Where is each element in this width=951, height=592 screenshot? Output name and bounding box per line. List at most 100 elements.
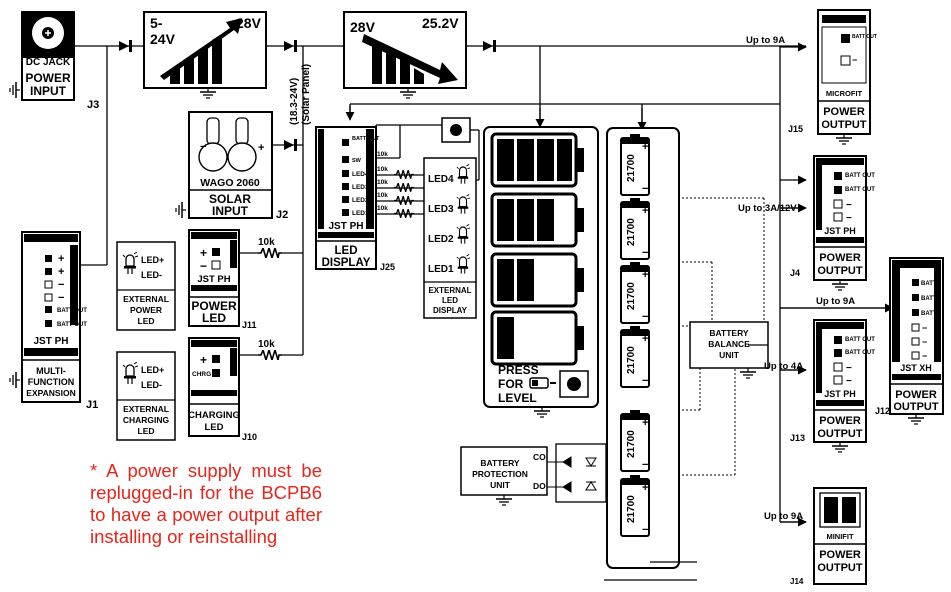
j13-ref: J13 <box>790 433 805 443</box>
ext-led-display-title-3: DISPLAY <box>433 306 468 315</box>
battery-protection-unit: BATTERY PROTECTION UNIT CO DO <box>460 443 607 506</box>
ext-power-led-minus: LED- <box>141 270 162 280</box>
ext-power-led-plus: LED+ <box>141 255 164 265</box>
j4-ref: J4 <box>790 268 800 278</box>
j12-pin-4: − <box>922 323 927 333</box>
balance-title-3: UNIT <box>719 350 740 360</box>
ext-led-3: LED3 <box>428 204 454 215</box>
ext-charging-led-title-2: CHARGING <box>123 415 170 425</box>
solar-input-subtitle: INPUT <box>212 204 249 218</box>
level-2-icon <box>490 252 584 308</box>
j2-ref: J2 <box>276 209 288 221</box>
j14-subtitle: OUTPUT <box>817 562 863 574</box>
svg-text:−: − <box>642 183 648 195</box>
j13-title: POWER <box>819 415 861 427</box>
level-3-icon <box>490 192 584 248</box>
j4-pin-4: − <box>846 213 852 224</box>
buck-diode <box>483 40 496 52</box>
j15-title: POWER <box>823 106 865 118</box>
display-pin-sw: SW <box>352 158 362 164</box>
j12-pin-1: BATT <box>921 281 937 287</box>
j15-connector: MICROFIT <box>826 89 863 98</box>
j12-title: POWER <box>895 389 937 401</box>
battery-balance-unit: BATTERY BALANCE UNIT <box>689 321 769 379</box>
j15-subtitle: OUTPUT <box>821 119 867 131</box>
resistor-icon <box>258 350 282 360</box>
multi-pin-4: − <box>58 292 64 304</box>
j12-connector: JST XH <box>900 363 932 373</box>
svg-text:+: + <box>258 142 264 154</box>
power-input-subtitle: INPUT <box>30 84 67 98</box>
display-pin-led2: LED2 <box>352 197 369 204</box>
charging-led-block: + CHRG CHARGING LED J10 10k <box>188 337 282 442</box>
svg-text:+: + <box>642 482 648 494</box>
boost-input-label: 5- <box>150 15 163 31</box>
j14-connector: MINIFIT <box>826 532 853 541</box>
resistor-icon <box>394 196 414 205</box>
j12-pin-3: BATT <box>921 311 937 317</box>
output-j13-block: BATT OUT BATT OUT − − JST PH POWER OUTPU… <box>764 319 875 453</box>
ext-charging-led-minus: LED- <box>141 380 162 390</box>
output-j12-block: BATT BATT BATT − − − JST XH POWER OUTPUT… <box>816 257 944 425</box>
ground-icon <box>835 134 853 145</box>
display-resistor-3: 10k <box>377 179 388 186</box>
svg-text:−: − <box>200 259 207 273</box>
power-led-resistor: 10k <box>258 237 275 248</box>
power-input-block: DC JACK POWER INPUT J3 <box>9 11 99 111</box>
ground-icon <box>831 280 849 291</box>
ground-icon <box>907 414 925 425</box>
svg-text:+: + <box>200 353 207 367</box>
j13-pin-2: BATT OUT <box>845 350 875 356</box>
output-j14-block: BATT BATT MINIFIT POWER OUTPUT J14 Up to… <box>764 487 867 586</box>
multi-pin-3: − <box>58 279 64 291</box>
display-pin-led1: LED1 <box>352 210 369 217</box>
j13-pin-3: − <box>846 363 852 374</box>
boost-converter-block: 5- 24V 28V <box>143 11 267 99</box>
cell-3-label: 21700 <box>626 282 637 310</box>
external-power-led-block: LED+ LED- EXTERNAL POWER LED <box>116 241 176 331</box>
j12-current: Up to 9A <box>816 296 855 307</box>
j13-pin-1: BATT OUT <box>845 337 875 343</box>
power-led-connector: JST PH <box>197 274 230 285</box>
j14-batt-1: BATT <box>824 510 839 516</box>
external-charging-led-block: LED+ LED- EXTERNAL CHARGING LED <box>116 351 176 441</box>
multi-connector-type: JST PH <box>33 336 68 347</box>
svg-text:−: − <box>642 247 648 259</box>
boost-diode <box>284 40 297 52</box>
svg-text:+: + <box>642 205 648 217</box>
power-led-block: + − JST PH POWER LED J11 10k <box>188 229 282 330</box>
ground-icon <box>9 371 20 389</box>
j4-connector: JST PH <box>824 226 856 236</box>
display-resistor-2: 10k <box>377 166 388 173</box>
ext-charging-led-plus: LED+ <box>141 365 164 375</box>
input-diode <box>119 40 132 52</box>
display-pin-led4: LED4 <box>352 171 369 178</box>
display-resistor-4: 10k <box>377 192 388 199</box>
j11-ref: J11 <box>242 320 257 330</box>
power-led-subtitle: LED <box>202 311 226 325</box>
display-resistor-1: 10k <box>377 151 388 158</box>
j14-current: Up to 9A <box>764 511 803 522</box>
svg-text:−: − <box>200 141 206 153</box>
ext-charging-led-title-3: LED <box>138 426 155 436</box>
multi-title-1: MULTI- <box>36 366 66 376</box>
output-j4-block: BATT OUT BATT OUT − − JST PH POWER OUTPU… <box>738 155 875 291</box>
svg-text:+: + <box>642 417 648 429</box>
chrg-pin-label: CHRG <box>192 371 211 378</box>
j10-ref: J10 <box>242 432 257 442</box>
ground-icon <box>831 442 849 453</box>
j14-ref: J14 <box>790 577 804 586</box>
svg-text:+: + <box>642 269 648 281</box>
protection-title-2: PROTECTION <box>472 469 528 479</box>
ext-power-led-title-3: LED <box>138 316 155 326</box>
multi-pin-2: + <box>58 266 64 278</box>
svg-text:−: − <box>642 375 648 387</box>
resistor-icon <box>394 209 414 218</box>
power-supply-note: * A power supply must be replugged-in fo… <box>90 460 322 547</box>
led-display-block: BATT OUT SW LED4 LED3 LED2 LED1 JST PH L… <box>315 117 471 272</box>
arrows <box>345 42 894 527</box>
boost-input-label-2: 24V <box>150 31 176 47</box>
balance-title-2: BALANCE <box>708 339 750 349</box>
svg-text:+: + <box>200 246 207 260</box>
cell-2-label: 21700 <box>626 218 637 246</box>
